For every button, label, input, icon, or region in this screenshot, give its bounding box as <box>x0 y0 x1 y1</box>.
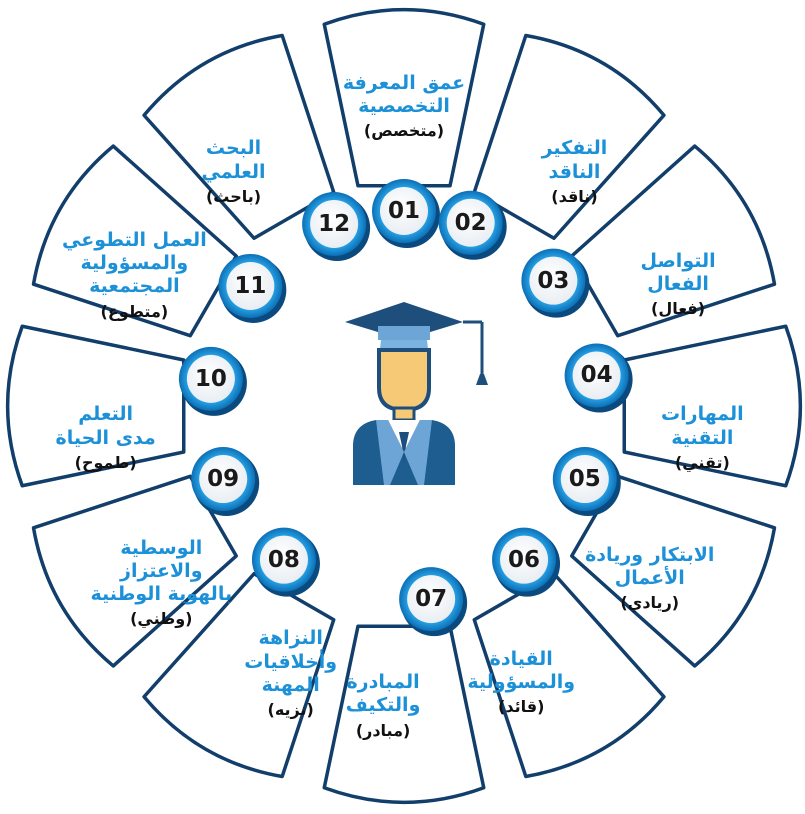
segment-tag: (متطوع) <box>100 301 169 321</box>
number-badge-11 <box>218 253 287 323</box>
segment-title-line: العمل التطوعي <box>62 228 207 251</box>
segment-number: 11 <box>234 272 267 299</box>
segment-tag: (مبادر) <box>355 720 411 740</box>
segment-tag: (نزيه) <box>267 699 314 719</box>
number-badge-07 <box>399 567 468 637</box>
segment-title-line: بالهوية الوطنية <box>90 583 233 606</box>
segment-number: 12 <box>318 210 351 237</box>
segment-title-line: الأعمال <box>614 567 685 590</box>
number-badge-02 <box>438 190 507 260</box>
segment-08 <box>142 571 336 779</box>
segment-10 <box>5 324 186 488</box>
segment-tag: (قائد) <box>498 697 545 717</box>
segment-02 <box>472 33 666 241</box>
number-badge-03 <box>521 248 590 318</box>
segment-number: 03 <box>537 267 570 294</box>
segment-title-line: وأخلاقيات <box>244 650 338 673</box>
segment-title-line: والتكيف <box>345 694 421 717</box>
segment-title-line: التقنية <box>671 426 734 449</box>
segment-title-line: التخصصية <box>358 95 450 118</box>
segment-01 <box>322 7 486 188</box>
number-badge-05 <box>552 447 621 517</box>
number-badge-04 <box>564 343 633 413</box>
segment-tag: (تقني) <box>674 452 730 472</box>
segment-07 <box>322 624 486 805</box>
segment-12 <box>142 33 336 241</box>
number-badge-10 <box>178 346 247 416</box>
segment-title-line: والمسؤولية <box>467 671 576 694</box>
segment-tag: (طموح) <box>74 452 137 472</box>
segment-tag: (ناقد) <box>551 186 598 206</box>
segment-number: 05 <box>568 466 601 493</box>
segment-title-line: والاعتزاز <box>120 560 203 582</box>
segment-title-line: المهنة <box>261 673 320 696</box>
segment-number: 06 <box>508 546 541 573</box>
segment-tag: (متخصص) <box>363 121 445 141</box>
segment-title-line: عمق المعرفة <box>342 72 466 94</box>
segment-title-line: مدى الحياة <box>55 426 156 449</box>
number-badge-09 <box>191 447 260 517</box>
segment-number: 04 <box>580 362 613 389</box>
segment-number: 02 <box>454 209 487 236</box>
number-badge-01 <box>372 179 440 248</box>
segment-title-line: المهارات <box>661 403 744 426</box>
segment-title-line: والمسؤولية <box>80 252 189 275</box>
segment-title-line: الابتكار وريادة <box>585 544 715 567</box>
segment-title-line: التفكير <box>541 137 608 160</box>
segment-number: 01 <box>387 198 420 224</box>
segment-title-line: التعلم <box>78 403 134 426</box>
segment-11 <box>31 144 239 338</box>
graduate-icon <box>345 302 488 485</box>
segment-03 <box>569 144 777 338</box>
number-badge-06 <box>492 527 561 597</box>
segment-title-line: العلمي <box>201 160 266 183</box>
segment-title-line: الفعال <box>647 273 709 296</box>
segment-tag: (ريادي) <box>620 593 680 613</box>
segment-09 <box>31 474 239 668</box>
segment-number: 08 <box>267 546 300 573</box>
segment-title-line: المجتمعية <box>89 275 180 298</box>
number-badge-12 <box>302 191 371 261</box>
segment-tag: (وطني) <box>130 609 193 629</box>
segment-title-line: الوسطية <box>120 536 203 559</box>
segment-04 <box>622 324 803 488</box>
segment-title-line: النزاهة <box>258 627 323 650</box>
segment-tag: (باحث) <box>205 186 262 206</box>
segment-06 <box>472 571 666 779</box>
number-badge-08 <box>251 527 320 597</box>
segment-05 <box>569 474 777 668</box>
segment-number: 07 <box>415 586 448 613</box>
segment-title-line: الناقد <box>548 160 601 183</box>
segment-number: 09 <box>207 466 240 493</box>
segment-title-line: المبادرة <box>346 671 420 694</box>
segment-number: 10 <box>194 365 227 392</box>
segment-title-line: القيادة <box>489 648 553 671</box>
segment-tag: (فعال) <box>651 299 706 319</box>
segment-title-line: التواصل <box>640 249 716 272</box>
segment-title-line: البحث <box>205 137 262 160</box>
